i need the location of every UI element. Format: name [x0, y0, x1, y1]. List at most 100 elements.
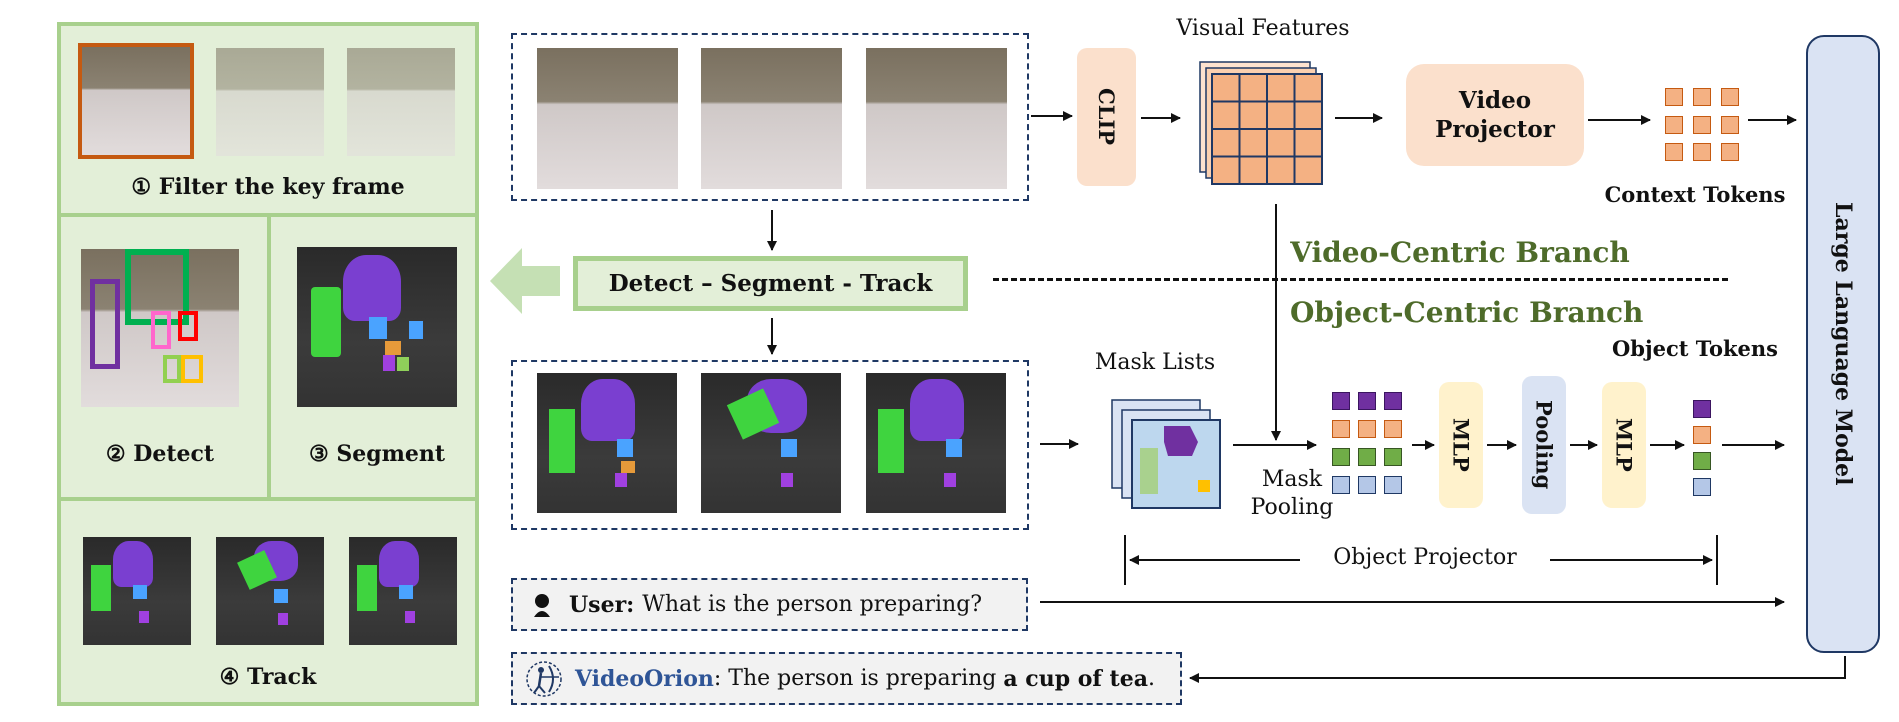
keyframe-selected [78, 43, 194, 159]
bbox-pink [151, 311, 171, 349]
track1-green [91, 565, 111, 611]
seg3-violet [944, 473, 956, 487]
track3-green [357, 565, 377, 611]
seg-frame-3 [866, 373, 1006, 513]
context-token [1693, 88, 1711, 106]
object-token [1332, 420, 1350, 438]
mask-pooling-label: Mask Pooling [1250, 467, 1334, 520]
clip-label: CLIP [1094, 88, 1119, 146]
context-token [1693, 116, 1711, 134]
seg1-orange [621, 461, 635, 473]
object-token [1384, 392, 1402, 410]
video-centric-branch-label: Video-Centric Branch [1290, 236, 1630, 269]
object-token [1332, 392, 1350, 410]
context-token [1693, 143, 1711, 161]
clip-encoder: CLIP [1077, 48, 1136, 186]
mask-blue-2 [409, 321, 423, 339]
context-token [1665, 143, 1683, 161]
bbox-purple [90, 279, 120, 369]
mask-purple [343, 255, 401, 321]
track3-blue [399, 585, 413, 599]
object-token [1358, 476, 1376, 494]
seg1-violet [615, 473, 627, 487]
user-label: User: [569, 591, 635, 618]
user-icon [534, 593, 550, 617]
mask-orange [385, 341, 401, 355]
seg1-green [549, 409, 575, 473]
bbox-red [178, 311, 198, 341]
seg3-green [878, 409, 904, 473]
mlp-2-label: MLP [1611, 418, 1637, 472]
seg1-blue [617, 439, 633, 457]
bbox-yellow [181, 355, 203, 383]
object-tokens-label: Object Tokens [1612, 336, 1778, 361]
object-token-final [1693, 478, 1711, 496]
context-tokens-label: Context Tokens [1604, 182, 1786, 207]
seg-frame-1 [537, 373, 677, 513]
llm-label: Large Language Model [1830, 202, 1856, 486]
seg2-blue [781, 439, 797, 457]
mask-violet [383, 355, 395, 371]
object-token [1358, 392, 1376, 410]
video-projector-label: Video Projector [1435, 87, 1555, 143]
seg3-blue [946, 439, 962, 457]
pooling-block: Pooling [1522, 376, 1566, 514]
context-token [1665, 88, 1683, 106]
mask-lists-label: Mask Lists [1094, 350, 1216, 375]
left-divider-2 [57, 497, 479, 501]
mask-lime [397, 357, 409, 371]
object-token [1384, 448, 1402, 466]
mask-blue [369, 317, 387, 339]
seg3-purple [910, 379, 964, 441]
seg2-violet [781, 473, 793, 487]
detect-segment-track-label: Detect – Segment - Track [608, 270, 933, 297]
context-token [1721, 143, 1739, 161]
llm-block: Large Language Model [1806, 35, 1880, 653]
bot-label: VideoOrion [575, 665, 714, 692]
input-frame-1 [537, 48, 678, 189]
bot-text-pre: : The person is preparing [713, 666, 1004, 691]
branch-divider [993, 278, 1728, 281]
step3-label: ③ Segment [308, 441, 446, 467]
segment-frame [297, 247, 457, 407]
mlp-2: MLP [1602, 382, 1646, 508]
video-projector: Video Projector [1406, 64, 1584, 166]
detect-segment-track-box: Detect – Segment - Track [573, 256, 968, 311]
left-divider-3 [267, 215, 271, 499]
input-frame-2 [701, 48, 842, 189]
detect-frame [81, 249, 239, 407]
answer-box: VideoOrion : The person is preparing a c… [511, 652, 1182, 705]
archer-logo-icon [526, 660, 562, 697]
object-token-final [1693, 452, 1711, 470]
context-token [1665, 116, 1683, 134]
seg1-purple [581, 379, 635, 441]
object-token-final [1693, 426, 1711, 444]
track3-purple [379, 541, 419, 587]
object-token [1358, 420, 1376, 438]
pooling-label: Pooling [1531, 400, 1557, 490]
track2-blue [274, 589, 288, 603]
track-frame-1 [83, 537, 191, 645]
user-question-text: What is the person preparing? [642, 592, 983, 617]
frame-2-faded [216, 48, 324, 156]
input-frame-3 [866, 48, 1007, 189]
object-token [1358, 448, 1376, 466]
object-token [1332, 476, 1350, 494]
track-frame-2 [216, 537, 324, 645]
mlp-1: MLP [1439, 382, 1483, 508]
track3-violet [405, 611, 415, 623]
user-query-box: User: What is the person preparing? [511, 578, 1028, 631]
object-token [1384, 476, 1402, 494]
step1-label: ① Filter the key frame [131, 174, 405, 200]
visual-features-grid-icon [1199, 61, 1323, 185]
object-projector-label: Object Projector [1333, 545, 1517, 570]
object-token-final [1693, 400, 1711, 418]
mask-lists-icon [1111, 399, 1221, 509]
seg-frame-2 [701, 373, 841, 513]
object-token [1384, 420, 1402, 438]
mlp-1-label: MLP [1448, 418, 1474, 472]
bot-text-post: . [1147, 666, 1155, 691]
track1-purple [113, 541, 153, 587]
track-frame-3 [349, 537, 457, 645]
